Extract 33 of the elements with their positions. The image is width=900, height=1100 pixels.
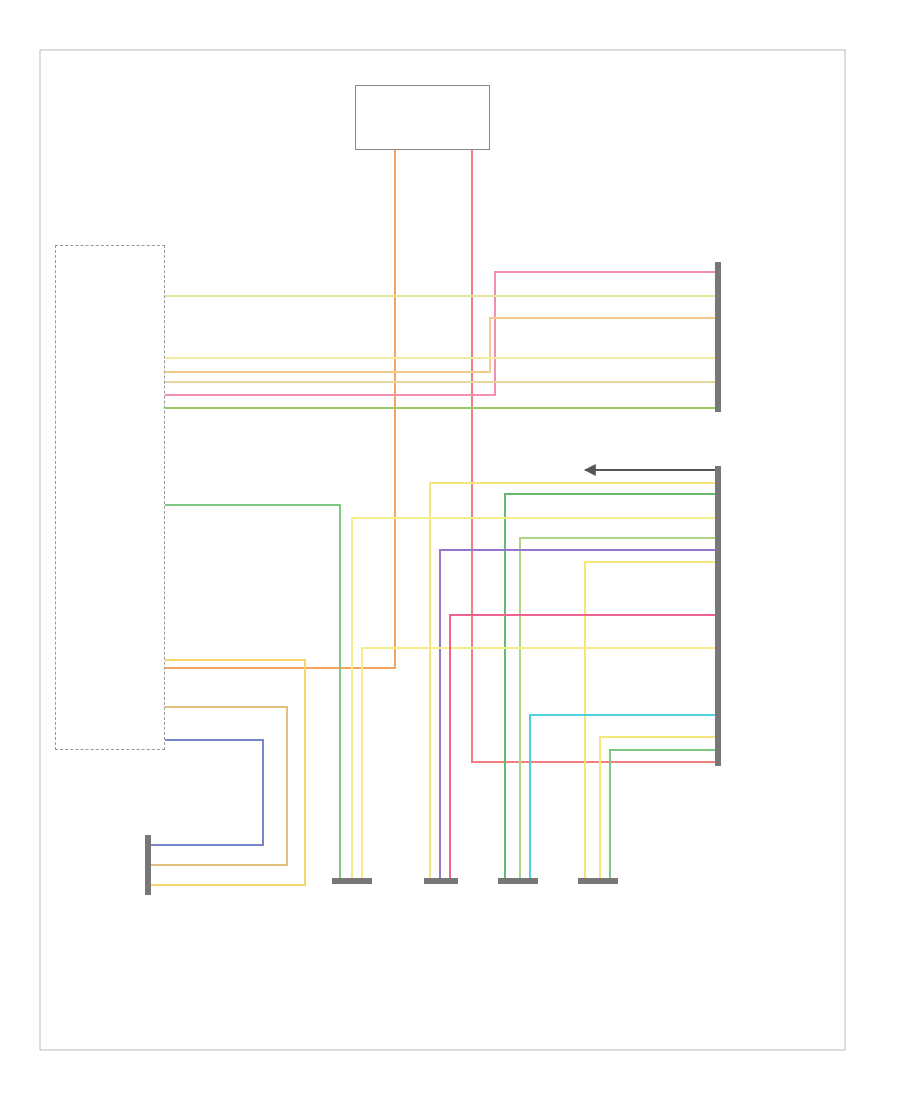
wire bbox=[164, 317, 716, 373]
wire bbox=[351, 517, 716, 879]
wire bbox=[609, 749, 716, 879]
connector-bar bbox=[715, 262, 721, 412]
wire bbox=[471, 149, 716, 763]
wire bbox=[164, 504, 341, 879]
wire bbox=[529, 714, 716, 879]
wire bbox=[150, 706, 288, 866]
wire bbox=[584, 561, 716, 879]
wire bbox=[164, 295, 716, 297]
wire bbox=[164, 149, 396, 669]
wire-arrow bbox=[583, 464, 716, 476]
wire bbox=[429, 482, 716, 879]
connector-bar bbox=[498, 878, 538, 884]
wire bbox=[164, 357, 716, 359]
wire bbox=[519, 537, 716, 879]
wire bbox=[164, 381, 716, 383]
connector-bar bbox=[424, 878, 458, 884]
module-outline bbox=[55, 245, 165, 750]
wire bbox=[599, 736, 716, 879]
connector-bar bbox=[332, 878, 372, 884]
connector-bar bbox=[145, 835, 151, 895]
wire bbox=[439, 549, 716, 879]
component-box bbox=[355, 85, 490, 150]
wire bbox=[164, 407, 716, 409]
connector-bar bbox=[578, 878, 618, 884]
connector-bar bbox=[715, 466, 721, 766]
wire bbox=[361, 647, 716, 879]
wire bbox=[504, 493, 716, 879]
wire bbox=[164, 271, 716, 396]
wire bbox=[150, 659, 306, 886]
wire bbox=[449, 614, 716, 879]
wire bbox=[150, 739, 264, 846]
